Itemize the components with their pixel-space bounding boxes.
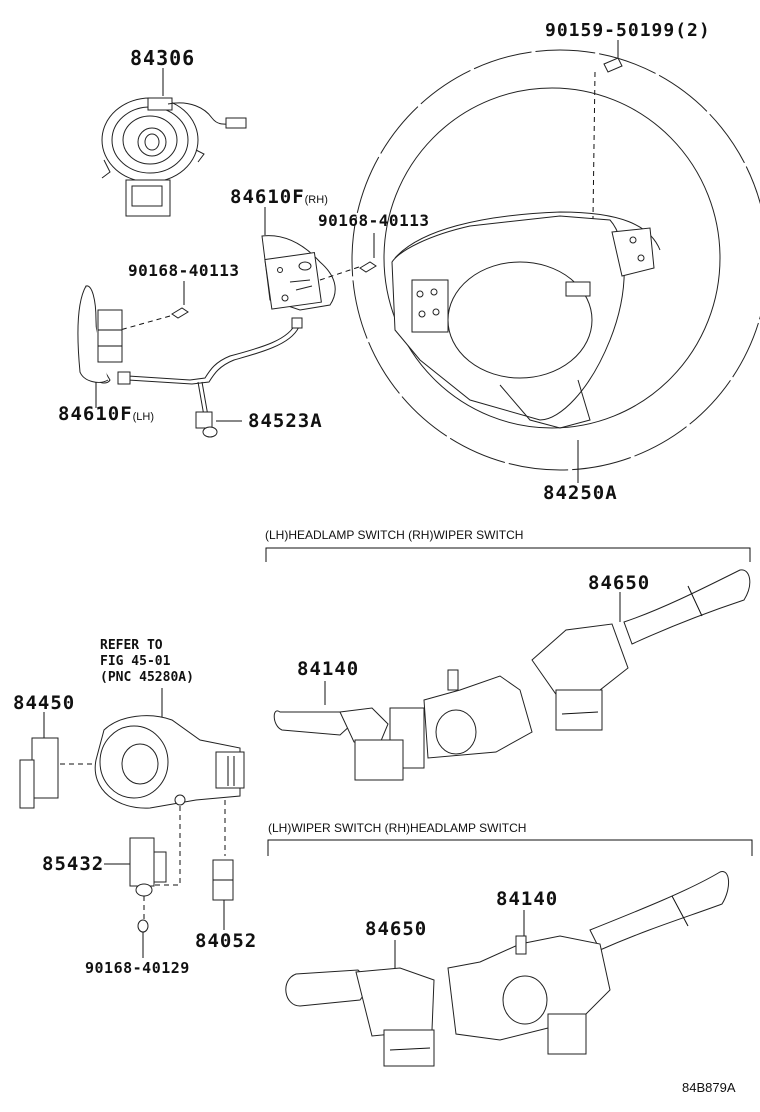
part-label-spiral-cable: 84306 — [130, 46, 196, 70]
reference-line-1: REFER TO — [100, 638, 163, 653]
lower-headlamp-switch-drawing — [447, 871, 729, 1055]
upper-headlamp-switch-drawing — [273, 669, 533, 781]
section-title-lower: (LH)WIPER SWITCH (RH)HEADLAMP SWITCH — [268, 821, 527, 835]
reference-line-2: FIG 45-01 — [100, 654, 171, 669]
part-label-upper-headlamp-switch: 84140 — [297, 658, 360, 680]
part-number: 84610F — [230, 186, 305, 208]
part-label-lh-screw: 90168-40113 — [128, 261, 240, 280]
section-title-upper: (LH)HEADLAMP SWITCH (RH)WIPER SWITCH — [265, 528, 524, 542]
reference-line-3: (PNC 45280A) — [100, 670, 194, 685]
part-label-lower-headlamp-switch: 84140 — [496, 888, 559, 910]
part-number: 90159-50199 — [545, 20, 676, 41]
part-label-upper-wiper-switch: 84650 — [588, 572, 651, 594]
screw-lh-drawing — [119, 281, 189, 331]
reference-note: REFER TO FIG 45-01 (PNC 45280A) — [100, 638, 194, 686]
wire-harness-drawing — [117, 317, 303, 438]
part-label-wire-harness: 84523A — [248, 410, 323, 432]
part-label-lock-cylinder-switch: 84450 — [13, 692, 76, 714]
rh-steering-switch-drawing — [261, 207, 363, 311]
side-suffix: (RH) — [304, 194, 328, 206]
diagram-code: 84B879A — [682, 1080, 736, 1095]
connector-drawing — [212, 859, 234, 930]
steering-wheel-drawing — [351, 49, 760, 483]
part-label-top-screw: 90159-50199(2) — [545, 22, 711, 40]
upper-section-bracket — [265, 547, 751, 562]
lower-section-bracket — [267, 839, 753, 856]
part-number: 84610F — [58, 403, 133, 425]
part-label-steering-pad: 84250A — [543, 482, 618, 504]
steering-lock-drawing — [94, 688, 245, 886]
lower-wiper-switch-drawing — [285, 940, 435, 1067]
quantity: (2) — [675, 20, 711, 41]
screw-rh-drawing — [359, 233, 377, 273]
lock-cylinder-switch-drawing — [19, 712, 160, 809]
lh-steering-switch-drawing — [77, 285, 123, 408]
spiral-cable-drawing — [101, 68, 247, 217]
part-label-rh-switch: 84610F(RH) — [230, 188, 328, 207]
sensor-drawing — [104, 837, 167, 920]
part-label-lh-switch: 84610F(LH) — [58, 405, 154, 424]
part-label-lower-wiper-switch: 84650 — [365, 918, 428, 940]
side-suffix: (LH) — [132, 411, 155, 423]
nut-drawing — [137, 919, 149, 958]
part-label-rh-screw: 90168-40113 — [318, 211, 430, 230]
part-label-nut: 90168-40129 — [85, 959, 190, 977]
part-label-sensor: 85432 — [42, 853, 105, 875]
upper-wiper-switch-drawing — [531, 569, 751, 731]
part-label-connector: 84052 — [195, 930, 258, 952]
